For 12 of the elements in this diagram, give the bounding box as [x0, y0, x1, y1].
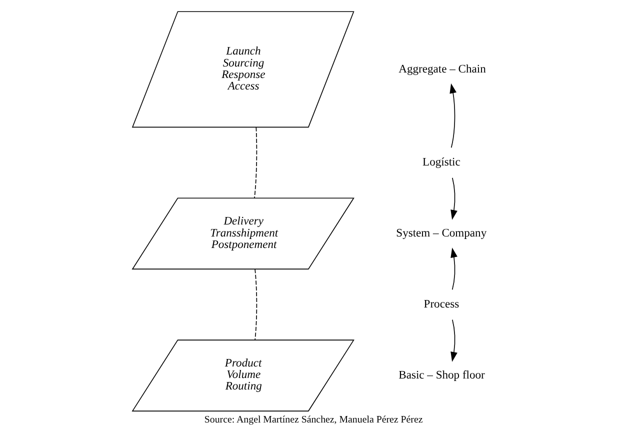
node-text: Aggregate – Chain	[398, 63, 486, 76]
arrow	[450, 248, 457, 290]
arrow	[449, 83, 456, 148]
connector	[254, 268, 257, 340]
connector	[254, 126, 257, 199]
caption: Source: Angel Martínez Sánchez, Manuela Pérez Pérez	[204, 414, 422, 426]
node-text: Process	[423, 298, 459, 311]
node-text: Logístic	[422, 156, 460, 169]
node-text: System – Company	[396, 228, 486, 240]
arrow	[450, 319, 457, 362]
arrow	[450, 177, 457, 220]
node-text: Basic – Shop floor	[398, 370, 484, 382]
